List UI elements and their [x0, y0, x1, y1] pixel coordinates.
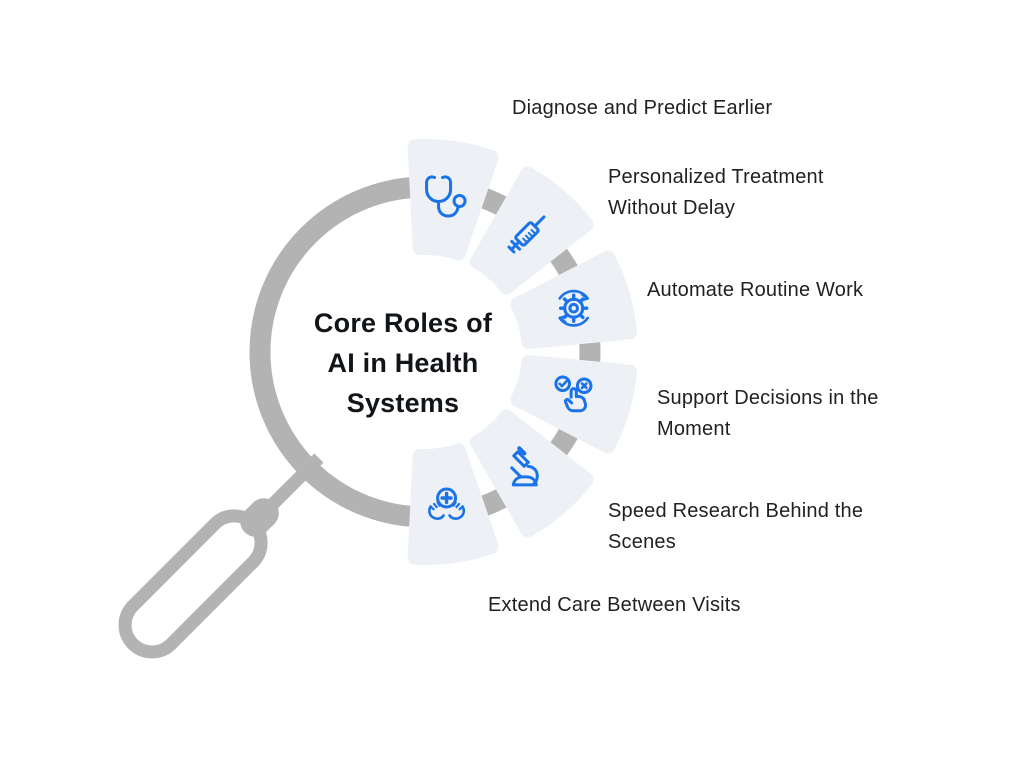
- label-automate-routine: Automate Routine Work: [647, 279, 864, 301]
- wedge-segment-5: [469, 409, 594, 538]
- center-title: Core Roles of AI in Health Systems: [283, 303, 523, 423]
- label-extend-care: Extend Care Between Visits: [488, 594, 741, 616]
- segment-arc: [407, 139, 638, 565]
- wedge-segment-4: [510, 354, 638, 454]
- label-personalized-treatment: Personalized Treatment Without Delay: [608, 166, 824, 219]
- label-support-decisions: Support Decisions in the Moment: [657, 387, 879, 440]
- magnifier-handle-grip: [118, 509, 268, 659]
- label-diagnose-predict: Diagnose and Predict Earlier: [512, 97, 773, 119]
- center-title-line-2: AI in Health: [327, 348, 479, 378]
- center-title-line-1: Core Roles of: [313, 308, 493, 338]
- label-speed-research: Speed Research Behind the Scenes: [608, 500, 864, 553]
- center-title-line-3: Systems: [346, 388, 460, 418]
